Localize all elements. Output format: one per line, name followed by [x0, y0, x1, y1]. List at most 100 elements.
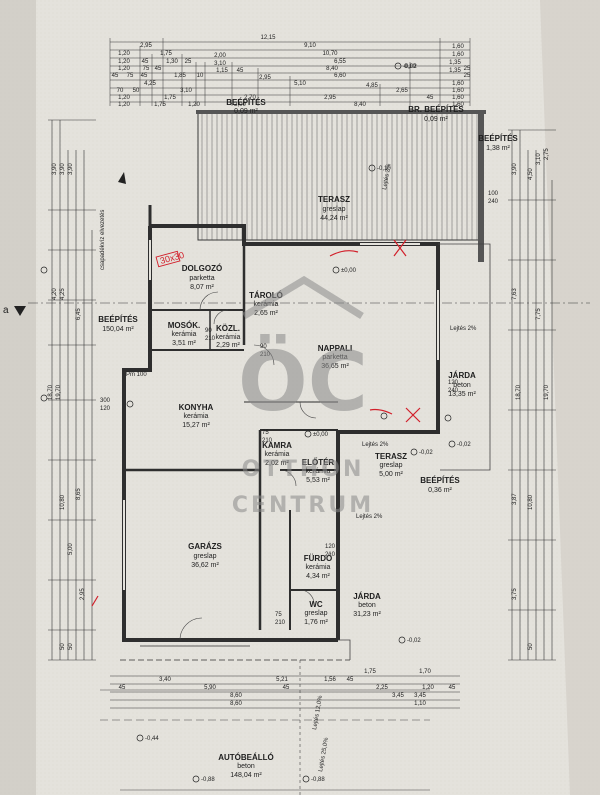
svg-text:2,65: 2,65	[396, 88, 408, 94]
svg-text:150,04 m²: 150,04 m²	[102, 326, 134, 333]
level-marker: -0,02	[410, 448, 433, 456]
svg-text:90: 90	[260, 344, 267, 350]
svg-text:45: 45	[427, 95, 434, 101]
svg-text:6,45: 6,45	[76, 308, 82, 320]
svg-text:0,09 m²: 0,09 m²	[234, 108, 258, 115]
level-marker: -0,88	[302, 775, 325, 783]
svg-text:25: 25	[464, 66, 471, 72]
svg-text:50: 50	[68, 643, 74, 650]
svg-text:3,45: 3,45	[414, 693, 426, 699]
svg-text:-0,02: -0,02	[407, 638, 421, 644]
svg-text:10,80: 10,80	[528, 494, 534, 510]
svg-text:WC: WC	[309, 600, 323, 609]
svg-text:KAMRA: KAMRA	[262, 441, 292, 450]
svg-text:25: 25	[464, 73, 471, 79]
svg-text:2,65 m²: 2,65 m²	[254, 310, 278, 317]
svg-text:5,00 m²: 5,00 m²	[379, 471, 403, 478]
svg-text:beton: beton	[453, 382, 471, 389]
svg-text:4,34 m²: 4,34 m²	[306, 573, 330, 580]
svg-text:3,45: 3,45	[392, 693, 404, 699]
svg-text:parketta: parketta	[189, 275, 214, 282]
watermark-logo: ÖC	[238, 334, 368, 430]
svg-text:8,60: 8,60	[230, 701, 242, 707]
svg-text:1,60: 1,60	[452, 52, 464, 58]
svg-text:8,40: 8,40	[326, 66, 338, 72]
section-label: a	[3, 305, 9, 316]
svg-text:kerámia: kerámia	[184, 413, 209, 420]
svg-text:0,10: 0,10	[404, 64, 416, 70]
room-garazs: GARÁZS greslap 36,62 m²	[188, 542, 222, 569]
svg-text:5,10: 5,10	[294, 81, 306, 87]
svg-text:1,20: 1,20	[118, 95, 130, 101]
svg-text:1,10: 1,10	[414, 701, 426, 707]
svg-text:4,25: 4,25	[144, 81, 156, 87]
svg-text:1,60: 1,60	[452, 102, 464, 108]
svg-text:6,60: 6,60	[334, 73, 346, 79]
garage-door	[120, 639, 350, 661]
svg-text:1,20: 1,20	[188, 102, 200, 108]
svg-text:9,10: 9,10	[304, 43, 316, 49]
red-annotations	[91, 239, 421, 607]
room-terasz-top: TERASZ greslap 44,24 m²	[318, 195, 350, 222]
svg-text:1,75: 1,75	[154, 102, 166, 108]
svg-text:kerámia: kerámia	[172, 331, 197, 338]
svg-text:19,70: 19,70	[544, 384, 550, 400]
svg-text:parketta: parketta	[322, 354, 347, 361]
room-nappali: NAPPALI parketta 36,65 m²	[318, 344, 353, 370]
svg-text:Lejtés 2%: Lejtés 2%	[362, 442, 389, 448]
svg-text:4,85: 4,85	[366, 83, 378, 89]
svg-text:36,62 m²: 36,62 m²	[191, 562, 219, 569]
svg-text:10,80: 10,80	[60, 494, 66, 510]
svg-text:GARÁZS: GARÁZS	[188, 542, 222, 551]
svg-text:3,10: 3,10	[214, 61, 226, 67]
svg-text:45: 45	[347, 677, 354, 683]
svg-text:beton: beton	[358, 602, 376, 609]
section-line: a	[3, 302, 590, 316]
watermark-line2: CENTRUM	[232, 493, 374, 518]
svg-text:31,23 m²: 31,23 m²	[353, 611, 381, 618]
svg-text:2,29 m²: 2,29 m²	[216, 342, 240, 349]
svg-text:50: 50	[133, 88, 140, 94]
room-kamra: KAMRA kerámia 2,02 m²	[262, 441, 292, 467]
svg-text:BEÉPÍTÉS: BEÉPÍTÉS	[226, 98, 266, 107]
sidewalk-outline	[338, 243, 491, 660]
svg-text:-0,44: -0,44	[145, 736, 159, 742]
svg-text:210: 210	[325, 552, 336, 558]
svg-text:Pm 100: Pm 100	[126, 372, 147, 378]
svg-text:1,60: 1,60	[452, 44, 464, 50]
svg-text:KONYHA: KONYHA	[179, 403, 214, 412]
svg-text:148,04 m²: 148,04 m²	[230, 772, 262, 779]
svg-text:45: 45	[449, 685, 456, 691]
svg-text:10,70: 10,70	[322, 51, 338, 57]
room-jarda-right: JÁRDA beton 13,35 m²	[448, 371, 476, 398]
svg-text:36,65 m²: 36,65 m²	[321, 363, 349, 370]
level-markers: ±0,00 -0,10 ±0,00 -0,02 -0,02 -0,02 -0,4…	[136, 62, 471, 783]
svg-text:4,25: 4,25	[60, 288, 66, 300]
right-dimension-text: 3,90 4,50 3,10 2,75 7,63 7,75 18,70 19,7…	[512, 148, 550, 650]
svg-text:-0,10: -0,10	[377, 166, 391, 172]
survey-markers	[40, 266, 452, 422]
svg-text:2,00: 2,00	[234, 102, 246, 108]
svg-text:kerámia: kerámia	[216, 334, 241, 341]
svg-text:1,20: 1,20	[422, 685, 434, 691]
svg-text:5,53 m²: 5,53 m²	[306, 477, 330, 484]
svg-text:3,90: 3,90	[68, 163, 74, 175]
svg-text:-0,02: -0,02	[457, 442, 471, 448]
svg-text:7,63: 7,63	[512, 288, 518, 300]
room-jarda-bottom: JÁRDA beton 31,23 m²	[353, 592, 381, 618]
svg-text:5,21: 5,21	[276, 677, 288, 683]
svg-text:120: 120	[100, 406, 111, 412]
svg-text:BEÉPÍTÉS: BEÉPÍTÉS	[98, 315, 138, 324]
svg-text:2,95: 2,95	[259, 75, 271, 81]
svg-text:2,75: 2,75	[544, 148, 550, 160]
room-autobeallo: AUTÓBEÁLLÓ beton 148,04 m²	[218, 753, 274, 779]
svg-text:-0,88: -0,88	[311, 777, 325, 783]
svg-text:BR. BEÉPÍTÉS: BR. BEÉPÍTÉS	[408, 105, 464, 114]
svg-text:3,10: 3,10	[180, 88, 192, 94]
svg-text:NAPPALI: NAPPALI	[318, 344, 353, 353]
top-dimension-text: 12,15 2,95 9,10 1,20 1,75 10,70 1,60 1,2…	[112, 35, 471, 108]
svg-text:Lejtés 2%: Lejtés 2%	[356, 514, 383, 520]
svg-text:45: 45	[112, 73, 119, 79]
svg-text:1,20: 1,20	[118, 66, 130, 72]
level-marker: -0,10	[368, 164, 391, 172]
